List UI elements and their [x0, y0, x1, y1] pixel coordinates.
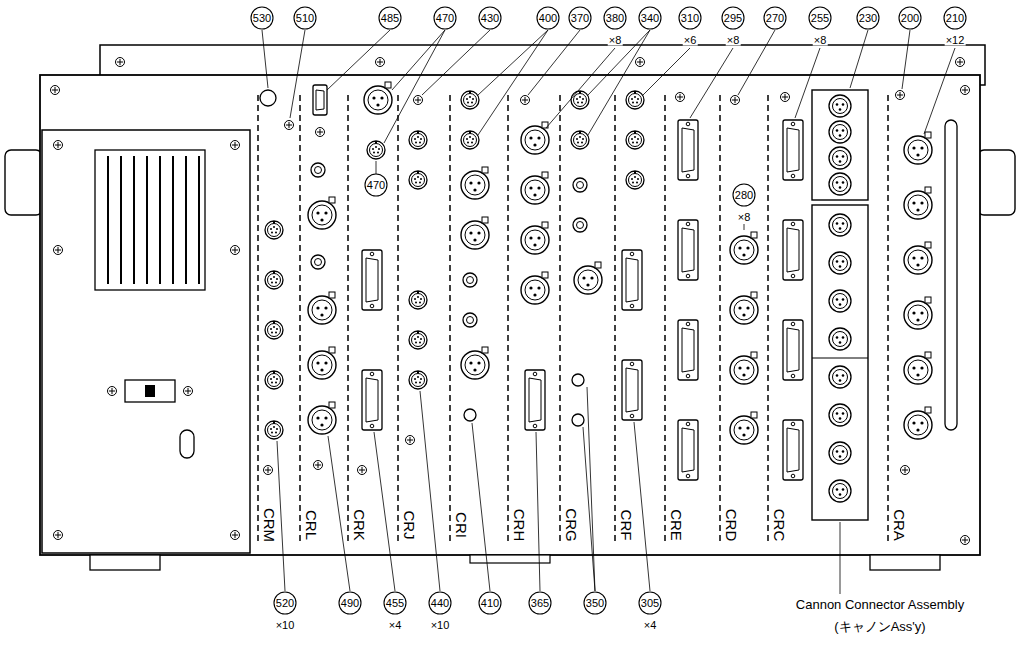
callout-number: 310 — [681, 13, 699, 24]
panel-name: CRD — [724, 508, 739, 543]
assembly-label: Cannon Connector Assembly — [794, 598, 966, 611]
callout-number: 370 — [571, 13, 589, 24]
panel-name: CRC — [772, 508, 787, 543]
quantity-label: ×8 — [726, 35, 741, 46]
quantity-label: ×8 — [813, 35, 828, 46]
quantity-label: ×6 — [683, 35, 698, 46]
callout-number: 210 — [946, 13, 964, 24]
callout-number: 340 — [641, 13, 659, 24]
callout-number: 470 — [367, 180, 385, 191]
callout-number: 295 — [724, 13, 742, 24]
panel-name: CRG — [564, 507, 579, 542]
callout-number: 520 — [276, 598, 294, 609]
callout-number: 350 — [586, 598, 604, 609]
callout-number: 200 — [901, 13, 919, 24]
callout-number: 410 — [481, 598, 499, 609]
quantity-label: ×4 — [643, 620, 658, 631]
quantity-label: ×10 — [275, 620, 296, 631]
callout-number: 365 — [531, 598, 549, 609]
quantity-label: ×10 — [430, 620, 451, 631]
callout-number: 255 — [811, 13, 829, 24]
quantity-label: ×4 — [388, 620, 403, 631]
callout-number: 380 — [606, 13, 624, 24]
quantity-label: ×8 — [608, 35, 623, 46]
callout-number: 430 — [481, 13, 499, 24]
callout-number: 230 — [859, 13, 877, 24]
panel-name: CRH — [512, 508, 527, 543]
panel-name: CRA — [892, 508, 907, 542]
callout-number: 485 — [381, 13, 399, 24]
quantity-label: ×8 — [737, 212, 752, 223]
callout-number: 400 — [539, 13, 557, 24]
callout-number: 470 — [436, 13, 454, 24]
quantity-label: ×12 — [945, 35, 966, 46]
panel-name: CRK — [352, 508, 367, 542]
callout-number: 280 — [735, 190, 753, 201]
panel-name: CRL — [304, 509, 319, 541]
assembly-label: (キャノンAss'y) — [832, 620, 927, 633]
callout-number: 305 — [641, 598, 659, 609]
panel-name: CRF — [619, 509, 634, 542]
callout-number: 530 — [253, 13, 271, 24]
panel-name: CRE — [669, 508, 684, 542]
callout-number: 510 — [296, 13, 314, 24]
panel-name: CRM — [262, 507, 277, 543]
panel-name: CRJ — [402, 509, 417, 540]
panel-name: CRI — [454, 511, 469, 539]
callout-number: 270 — [766, 13, 784, 24]
callout-number: 440 — [431, 598, 449, 609]
callout-number: 455 — [386, 598, 404, 609]
callout-number: 490 — [341, 598, 359, 609]
